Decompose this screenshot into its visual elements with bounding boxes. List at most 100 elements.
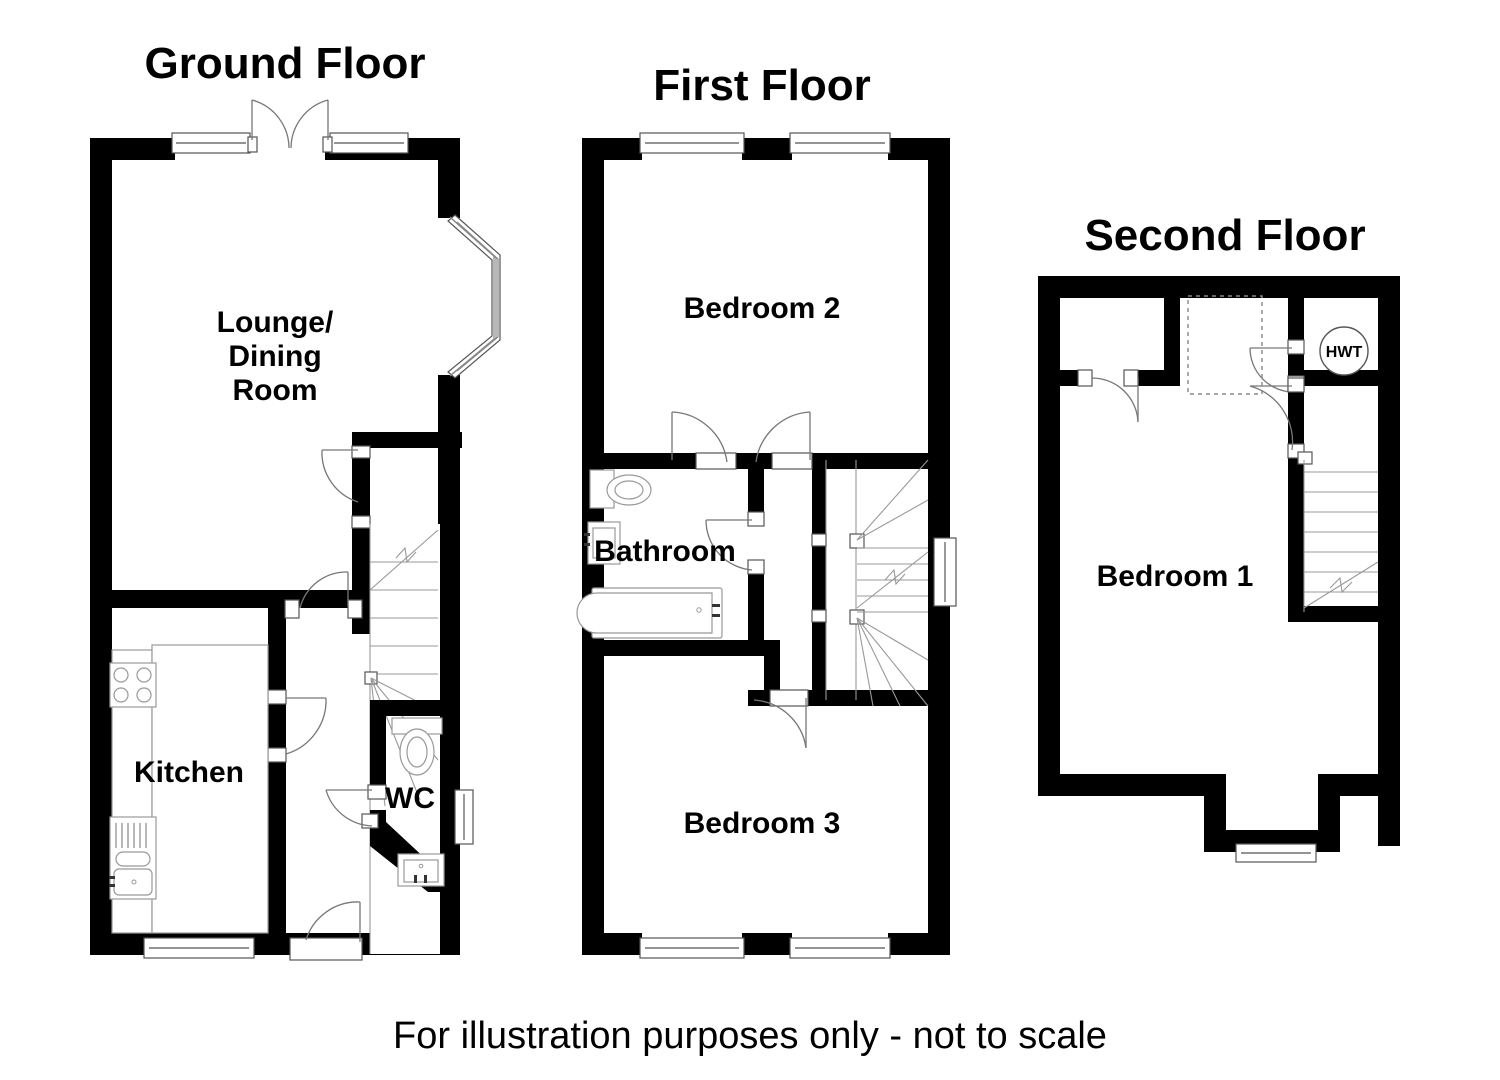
gf-internal-wall-kitchen-right-lower — [268, 700, 286, 953]
gf-wc-wall-left-upper — [370, 700, 386, 785]
ff-staircase — [811, 459, 929, 707]
ff-bathroom-door-jamb-bottom — [747, 559, 765, 575]
gf-hob-burner-2 — [136, 667, 152, 683]
ff-wall-bathroom-right-lower — [748, 567, 764, 645]
gf-sink-tap-1 — [109, 876, 115, 879]
sf-eaves-dashed-outline — [1187, 295, 1263, 395]
gf-sink-plug — [131, 879, 137, 885]
gf-wc-basin-tap-2 — [424, 875, 427, 883]
gf-internal-wall-kitchen-right-upper — [268, 590, 286, 700]
gf-kitchen-floor-area — [151, 644, 269, 934]
gf-wc-wall-top — [370, 700, 460, 716]
sf-wall-bottom-left — [1038, 774, 1226, 796]
ff-stair-post-a — [811, 533, 827, 547]
gf-bay-window-inner-3 — [456, 221, 499, 372]
sf-wall-hwt-bottom — [1288, 370, 1400, 386]
sf-wall-left — [1038, 276, 1060, 796]
gf-wc-door-jamb-bottom — [361, 813, 379, 829]
ff-stair-winder-top-1 — [856, 459, 929, 541]
gf-back-door — [289, 901, 363, 961]
ff-wall-bottom-1 — [582, 933, 642, 955]
sf-stair-break-arrow — [1329, 576, 1353, 594]
ff-bath-inner — [576, 592, 713, 634]
ff-stair-nosing-diagonal — [856, 551, 929, 609]
gf-door-swing-arc-left — [251, 99, 290, 149]
ff-bath-plug — [696, 607, 702, 613]
gf-doorway-hall-jamb-a — [284, 599, 300, 619]
sf-cupboard-door-jamb-b — [1123, 369, 1139, 387]
gf-wc-door-swing — [325, 789, 373, 827]
ff-wall-bathroom-top-left — [582, 453, 696, 469]
room-label-bedroom-1: Bedroom 1 — [1097, 560, 1254, 593]
room-label-kitchen: Kitchen — [134, 756, 244, 789]
ff-bathroom-door-swing — [705, 519, 753, 571]
ff-stair-winder-bot-4 — [856, 617, 874, 707]
ff-landing-window — [933, 537, 957, 607]
ff-bedroom3-door-swing — [753, 699, 807, 749]
sf-stair-newel — [1297, 451, 1313, 465]
sf-cupboard-door-jamb-a — [1077, 369, 1093, 387]
ff-basin-tap-2 — [584, 543, 590, 546]
sf-wall-stair-left-lower — [1288, 456, 1304, 618]
gf-wc-basin-plug — [418, 863, 424, 869]
ff-landing-door-opening — [771, 452, 813, 470]
ff-bedroom3-door-opening — [769, 689, 809, 707]
ff-basin-bowl — [592, 527, 616, 559]
ff-bedroom2-door — [671, 411, 737, 470]
room-label-bedroom-3: Bedroom 3 — [684, 807, 841, 840]
sf-cupboard-door-left — [1077, 369, 1139, 423]
gf-stair-winder-3 — [370, 677, 421, 801]
sf-wall-cupboard-bottom-a — [1038, 370, 1080, 386]
gf-wall-right-upper — [438, 138, 460, 218]
sf-wall-cupboard-bottom-b — [1138, 370, 1180, 386]
gf-back-door-frame — [289, 937, 363, 961]
ff-bath-tap-1 — [712, 604, 720, 607]
room-label-lounge-line2: Dining — [228, 340, 321, 373]
gf-doorway-hall-jamb-b — [347, 599, 363, 619]
second-floor-title: Second Floor — [1084, 211, 1365, 260]
sf-hwt-circle — [1319, 326, 1369, 376]
sf-wall-cupboard-right — [1164, 276, 1180, 376]
ff-landing-door-swing — [755, 411, 811, 463]
sf-wall-right — [1378, 276, 1400, 846]
ff-stair-newel-top — [849, 533, 865, 549]
ff-basin-tap-1 — [584, 533, 590, 536]
ff-wall-top-3 — [888, 138, 950, 160]
ff-stair-winder-top-2 — [856, 499, 929, 541]
sf-wall-stair-bottom — [1288, 606, 1400, 622]
ff-stair-winder-bot-1 — [856, 617, 929, 661]
gf-stair-break-arrow — [395, 546, 417, 564]
gf-hall-door-swing — [299, 571, 349, 609]
gf-wc-window — [454, 789, 474, 845]
gf-doorway-jamb-lounge-top — [351, 445, 371, 459]
gf-wall-top-left — [90, 138, 175, 160]
gf-door-swing-arc-right — [290, 99, 329, 149]
gf-sink-small-bowl — [115, 851, 151, 867]
gf-sink-main-bowl — [113, 868, 153, 896]
sf-wall-bottom-right — [1318, 774, 1400, 796]
second-floor-plan: HWT Bedroom 1 — [1038, 276, 1400, 863]
gf-kitchen-hob — [109, 662, 157, 708]
sf-stair-door-jamb-top — [1287, 377, 1305, 393]
sf-hwt-door-swing — [1249, 347, 1293, 393]
gf-doorway-jamb-lounge-bottom — [351, 515, 371, 529]
first-floor-title: First Floor — [653, 61, 871, 110]
ff-bedroom2-door-swing — [671, 411, 728, 463]
ff-wall-bathroom-bottom — [582, 640, 764, 656]
room-label-lounge-line3: Room — [233, 374, 318, 407]
ff-wall-bathroom-right-upper — [748, 453, 764, 518]
ff-stair-winder-bot-3 — [856, 617, 901, 707]
ff-wall-bottom-3 — [888, 933, 950, 955]
gf-kitchen-door-swing — [285, 697, 327, 755]
gf-wc-door-jamb-top — [367, 784, 387, 800]
gf-wall-left — [90, 138, 112, 955]
sf-stair-door-swing — [1249, 385, 1294, 451]
gf-hob-burner-3 — [113, 687, 129, 703]
ff-window-bottom-left — [639, 937, 745, 959]
ff-stair-post-b — [811, 609, 827, 623]
sf-stair-door — [1249, 377, 1305, 459]
sf-staircase — [1297, 451, 1379, 612]
sf-wall-top — [1038, 276, 1400, 298]
ff-wall-bedroom3-top-right — [806, 690, 950, 706]
ff-bath-tap-2 — [712, 614, 720, 617]
